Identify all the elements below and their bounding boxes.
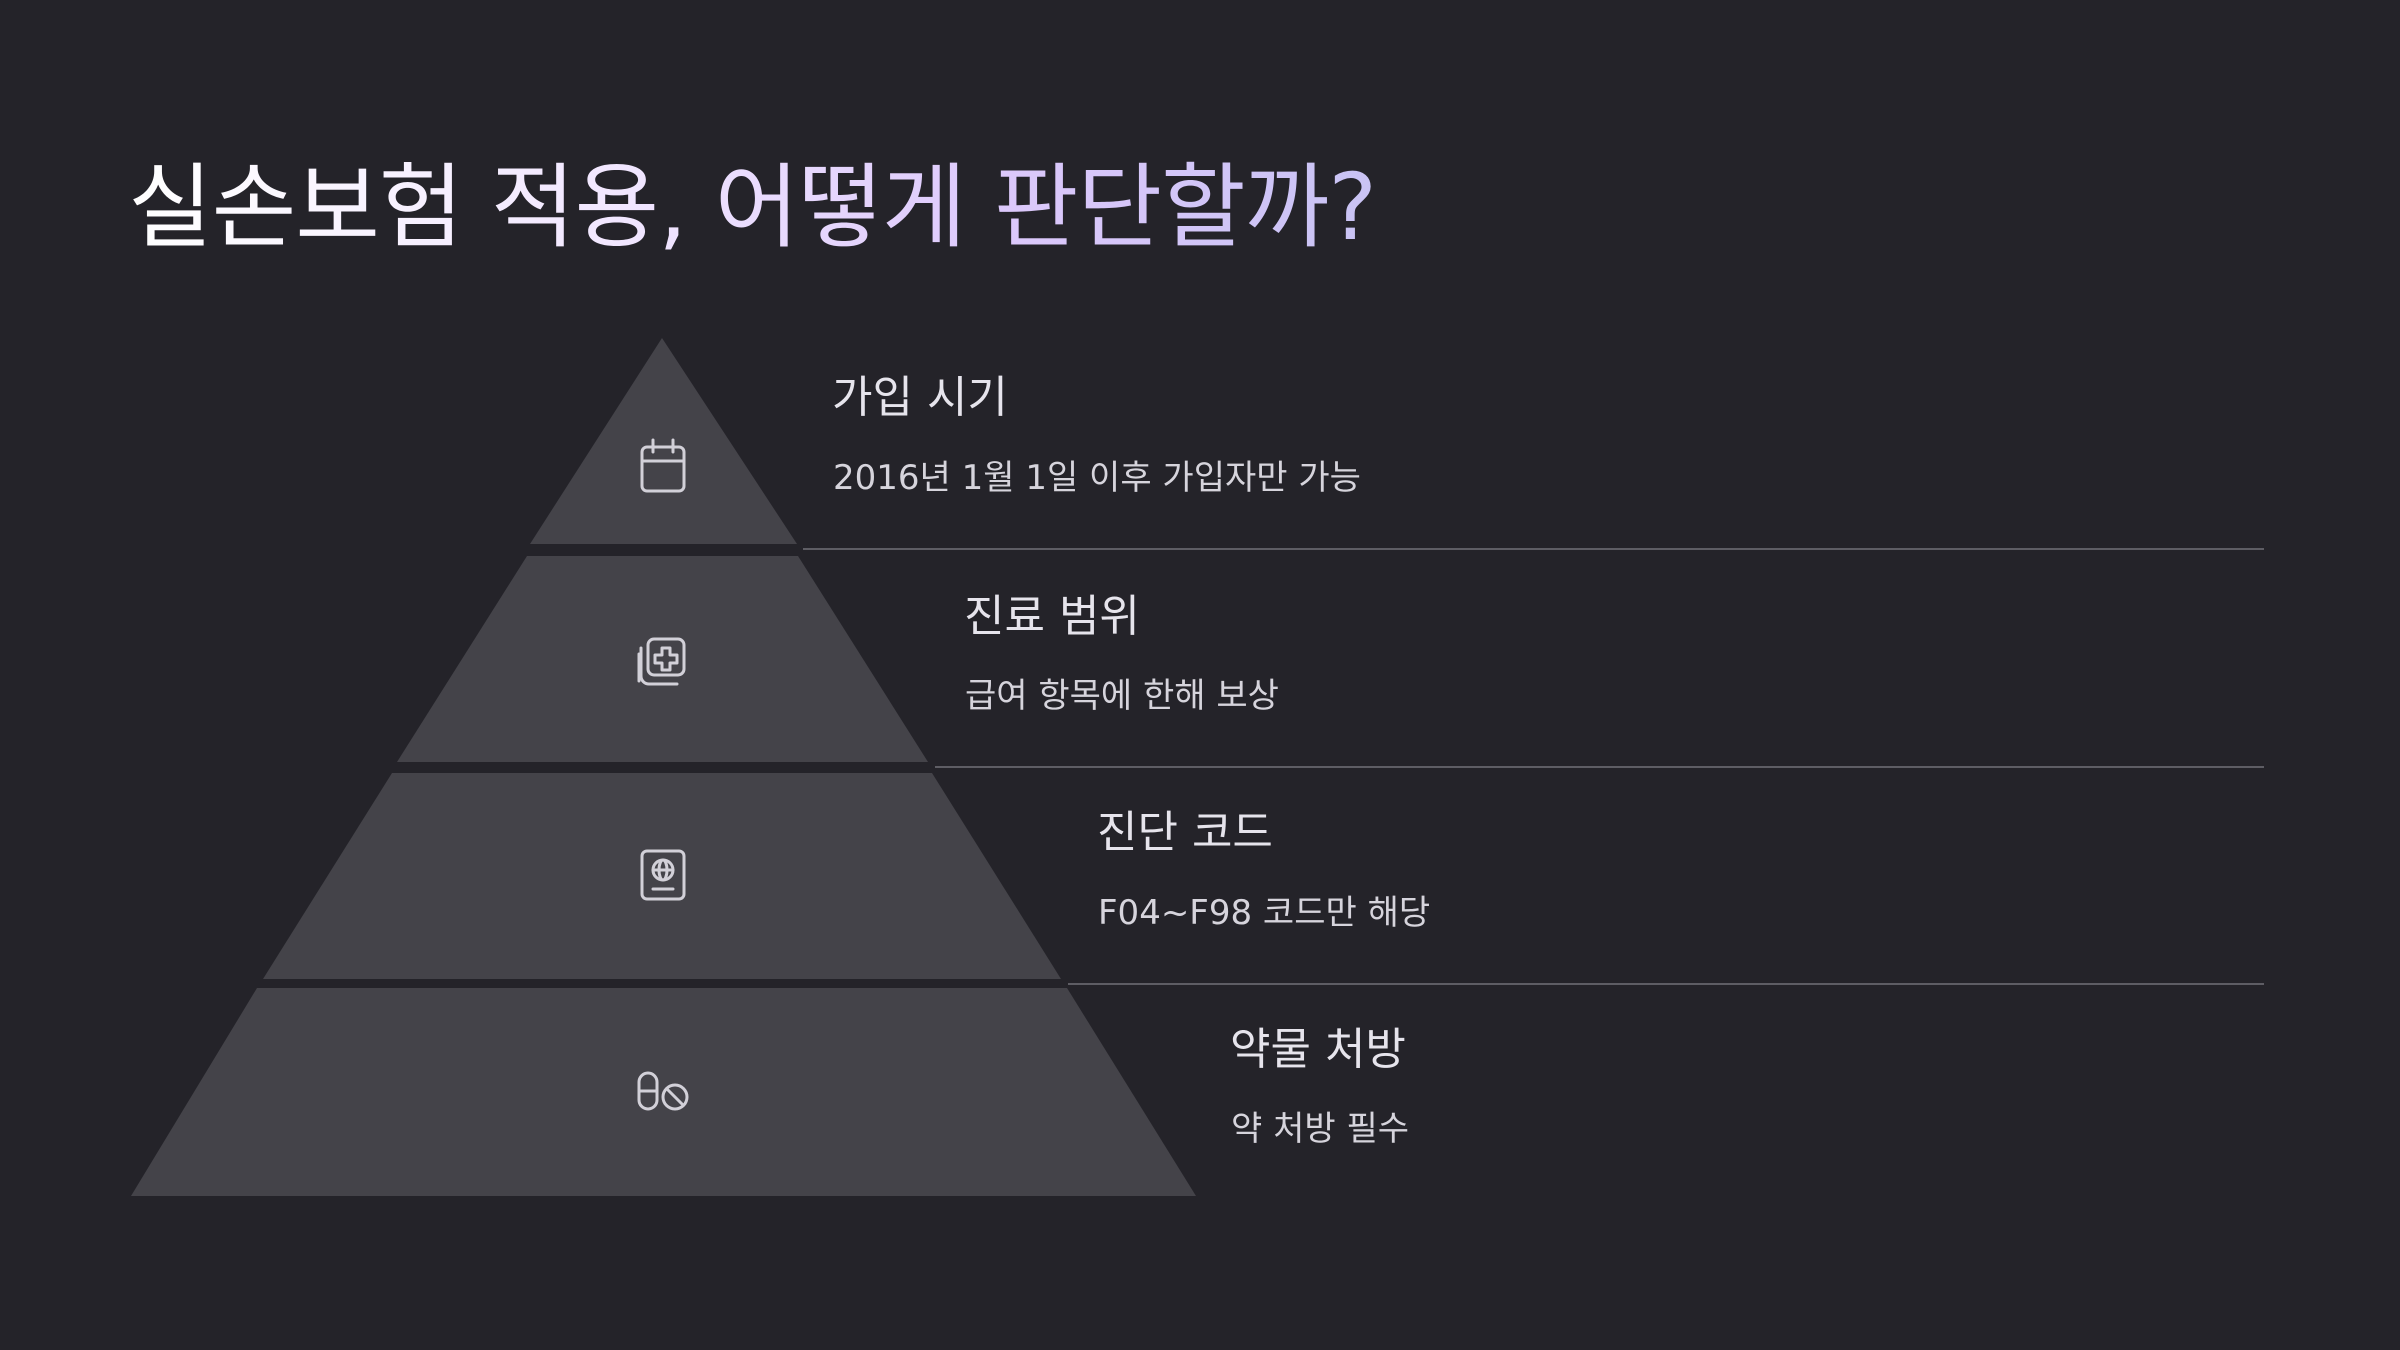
level-1-description: 2016년 1월 1일 이후 가입자만 가능 (833, 458, 1361, 498)
calendar-icon (640, 438, 686, 493)
level-2-description: 급여 항목에 한해 보상 (965, 676, 1279, 716)
level-3-heading: 진단 코드 (1097, 807, 1273, 858)
pyramid-tier-3 (263, 773, 1061, 979)
level-4-heading: 약물 처방 (1230, 1024, 1406, 1075)
pills-icon (637, 1071, 689, 1111)
level-4-description: 약 처방 필수 (1231, 1109, 1410, 1149)
page-title: 실손보험 적용, 어떻게 판단할까? (128, 148, 1377, 268)
level-2-heading: 진료 범위 (964, 591, 1140, 642)
passport-icon (640, 849, 686, 901)
level-1-heading: 가입 시기 (832, 372, 1008, 423)
medical-copy-icon (637, 637, 686, 686)
pyramid-tier-1 (530, 338, 797, 544)
pyramid-tier-2 (397, 556, 928, 762)
level-3-description: F04~F98 코드만 해당 (1098, 893, 1431, 933)
